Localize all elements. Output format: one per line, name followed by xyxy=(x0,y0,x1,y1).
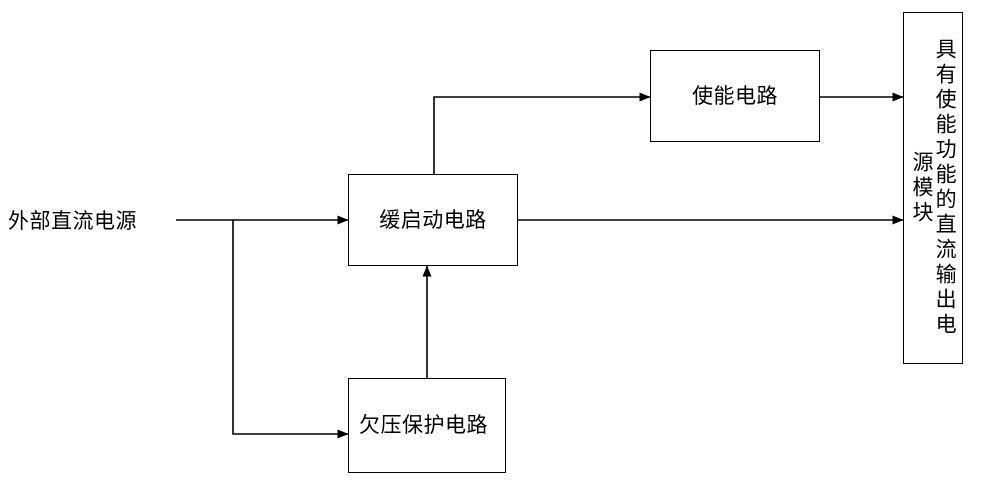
edge-source-to-enable xyxy=(433,92,651,174)
node-output-module: 具有使能功能的直流输出电源模块 xyxy=(903,12,963,364)
node-softstart: 缓启动电路 xyxy=(348,174,518,266)
node-source-label: 外部直流电源 xyxy=(8,209,137,233)
node-undervoltage-protection: 欠压保护电路 xyxy=(348,378,506,473)
edge-source-to-undervoltage xyxy=(232,220,349,439)
node-enable-circuit: 使能电路 xyxy=(650,50,820,142)
